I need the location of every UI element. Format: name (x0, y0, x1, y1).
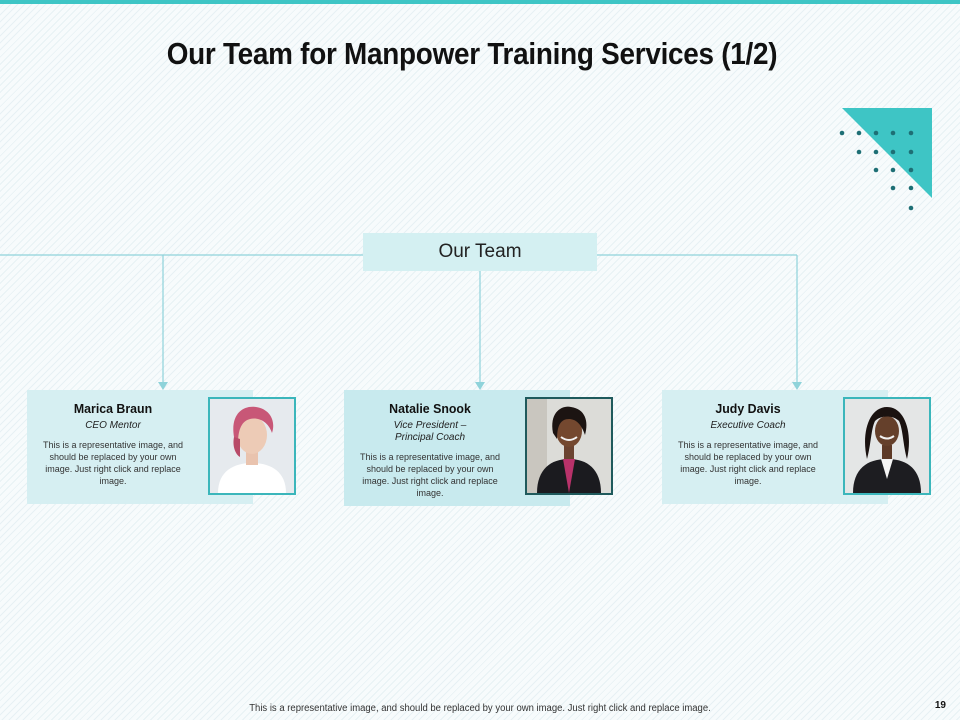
team-card-text: Natalie Snook Vice President – Principal… (344, 401, 516, 499)
org-root-label: Our Team (438, 241, 522, 262)
footer-disclaimer: This is a representative image, and shou… (249, 703, 711, 714)
member-name: Judy Davis (715, 401, 781, 416)
woman-portrait-icon (210, 399, 294, 493)
member-description: This is a representative image, and shou… (42, 440, 184, 486)
member-photo[interactable] (843, 397, 931, 495)
member-photo[interactable] (525, 397, 613, 495)
team-card-text: Judy Davis Executive Coach This is a rep… (662, 401, 834, 487)
page-number: 19 (934, 700, 946, 711)
org-root-our-team: Our Team (363, 233, 597, 271)
member-name: Marica Braun (73, 401, 153, 416)
member-photo[interactable] (208, 397, 296, 495)
member-role: CEO Mentor (85, 420, 141, 431)
slide-title: Our Team for Manpower Training Services … (166, 36, 778, 71)
woman-portrait-icon (845, 399, 929, 493)
woman-portrait-icon (527, 399, 611, 493)
decorative-triangle-dots (839, 108, 932, 211)
member-name: Natalie Snook (389, 401, 471, 416)
member-description: This is a representative image, and shou… (677, 440, 819, 486)
member-role: Executive Coach (710, 420, 786, 431)
top-accent-bar (0, 0, 960, 4)
member-role: Vice President – Principal Coach (393, 420, 467, 443)
team-card-text: Marica Braun CEO Mentor This is a repres… (27, 401, 199, 487)
member-description: This is a representative image, and shou… (359, 452, 501, 498)
